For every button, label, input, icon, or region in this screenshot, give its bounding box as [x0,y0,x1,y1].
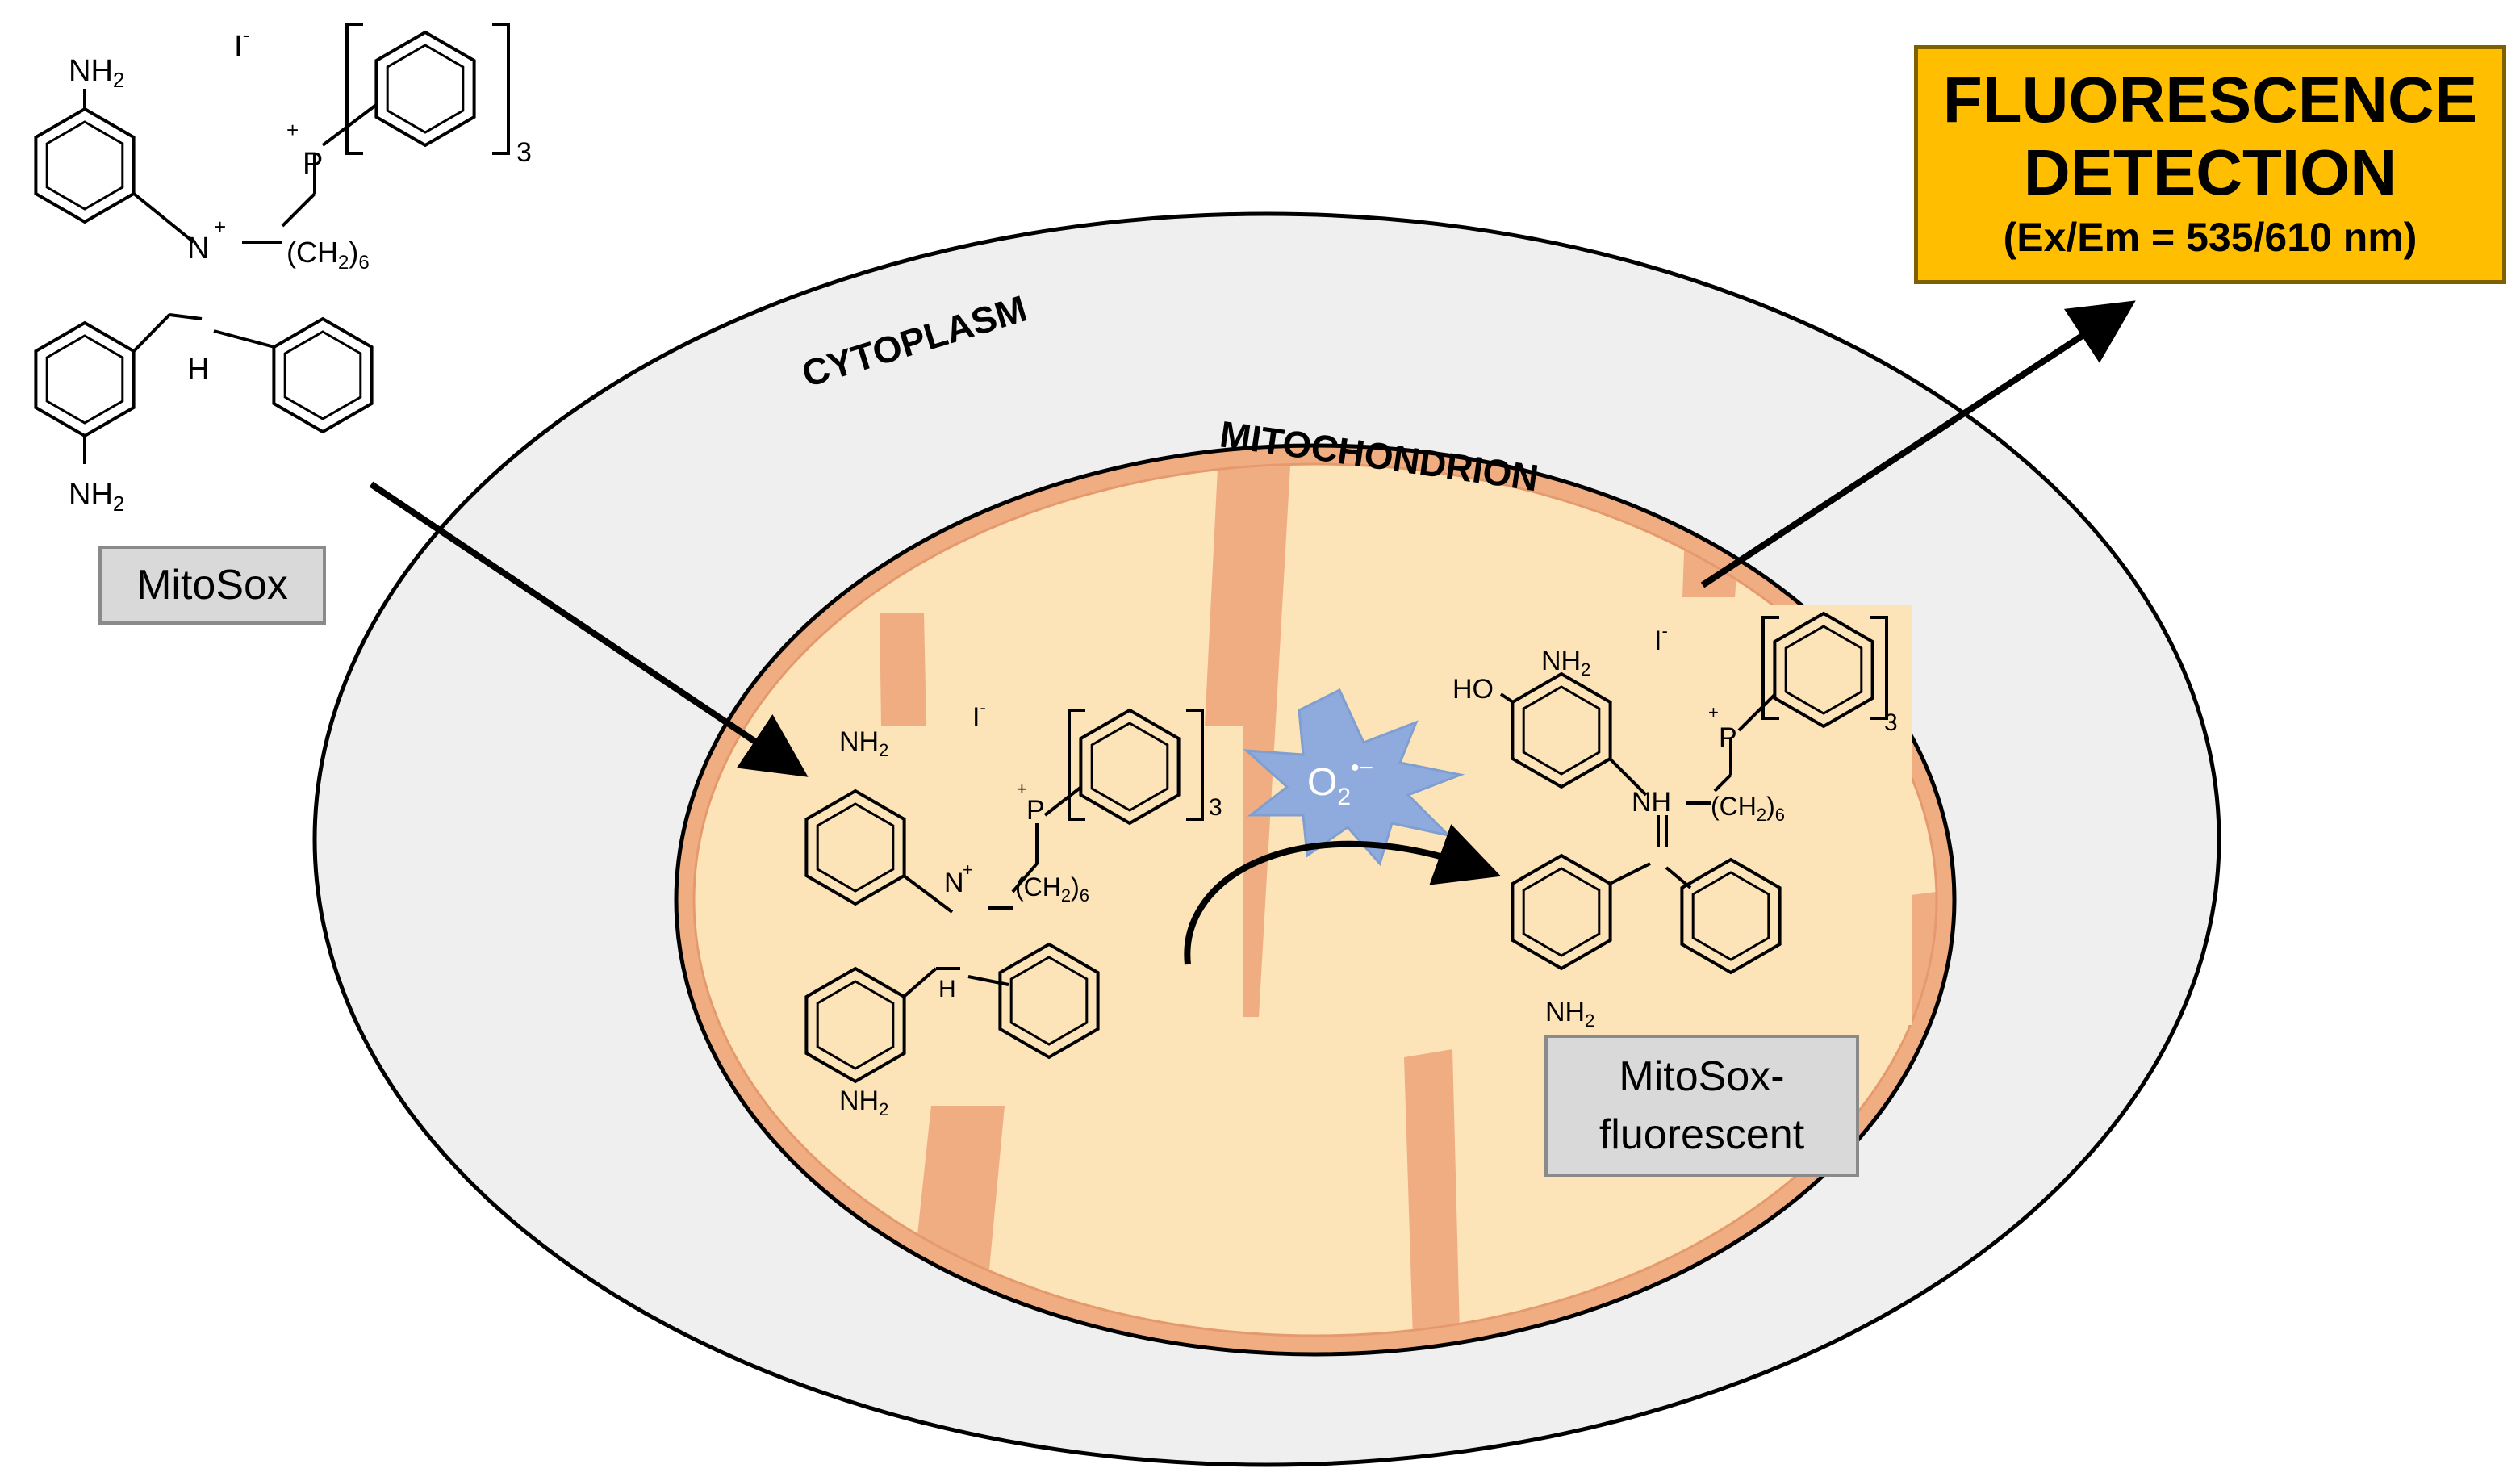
svg-text:N: N [944,868,964,898]
svg-text:P: P [1026,795,1045,826]
svg-text:O2•−: O2•− [1307,755,1373,810]
svg-text:I-: I- [234,23,249,64]
svg-text:+: + [963,860,973,880]
detection-title-line1: FLUORESCENCE [1942,64,2478,136]
entry-arrow [369,481,809,777]
svg-text:NH2: NH2 [69,54,124,92]
svg-text:I-: I- [972,697,986,733]
mitosox-fluorescent-structure: NH2 NH2 HO NH P + I- 3 (CH2)6 [1452,605,1912,1031]
mitosox-fluorescent-label-line2: fluorescent [1599,1111,1805,1158]
svg-text:NH: NH [1632,787,1671,818]
svg-text:+: + [286,118,299,142]
svg-text:NH2: NH2 [69,478,124,516]
svg-text:3: 3 [516,137,532,168]
detection-wavelengths: (Ex/Em = 535/610 nm) [2003,215,2418,260]
svg-text:HO: HO [1452,674,1494,705]
svg-text:3: 3 [1884,709,1898,736]
mitosox-fluorescent-label: MitoSox-fluorescent [1544,1035,1859,1177]
svg-text:P: P [1719,722,1737,753]
mitosox-fluorescent-label-line1: MitoSox- [1619,1053,1785,1100]
fluorescence-detection-box: FLUORESCENCE DETECTION (Ex/Em = 535/610 … [1914,45,2506,284]
svg-text:(CH2)6: (CH2)6 [1711,792,1785,825]
detection-arrow [1700,300,2136,588]
mitosox-structure-inner: NH2 NH2 N + H P + I- 3 (CH2)6 [787,697,1243,1119]
svg-text:NH2: NH2 [1545,997,1594,1031]
svg-text:NH2: NH2 [839,1086,888,1119]
svg-text:NH2: NH2 [1541,646,1590,680]
svg-text:H: H [938,976,956,1002]
reaction-arrow [1184,824,1502,965]
svg-text:+: + [1017,779,1027,799]
svg-text:+: + [214,215,226,239]
svg-text:(CH2)6: (CH2)6 [286,236,370,274]
svg-text:I-: I- [1654,621,1668,656]
svg-text:(CH2)6: (CH2)6 [1015,872,1089,906]
detection-title-line2: DETECTION [2023,136,2397,208]
svg-text:H: H [187,353,209,387]
mitosox-structure: NH2 NH2 N + H P + I- 3 (CH2)6 [34,23,532,516]
mitosox-label: MitoSox [98,546,326,625]
svg-text:N: N [187,232,209,266]
svg-text:P: P [303,147,323,181]
svg-text:NH2: NH2 [839,726,888,760]
svg-text:+: + [1708,702,1719,722]
svg-text:3: 3 [1209,794,1222,821]
